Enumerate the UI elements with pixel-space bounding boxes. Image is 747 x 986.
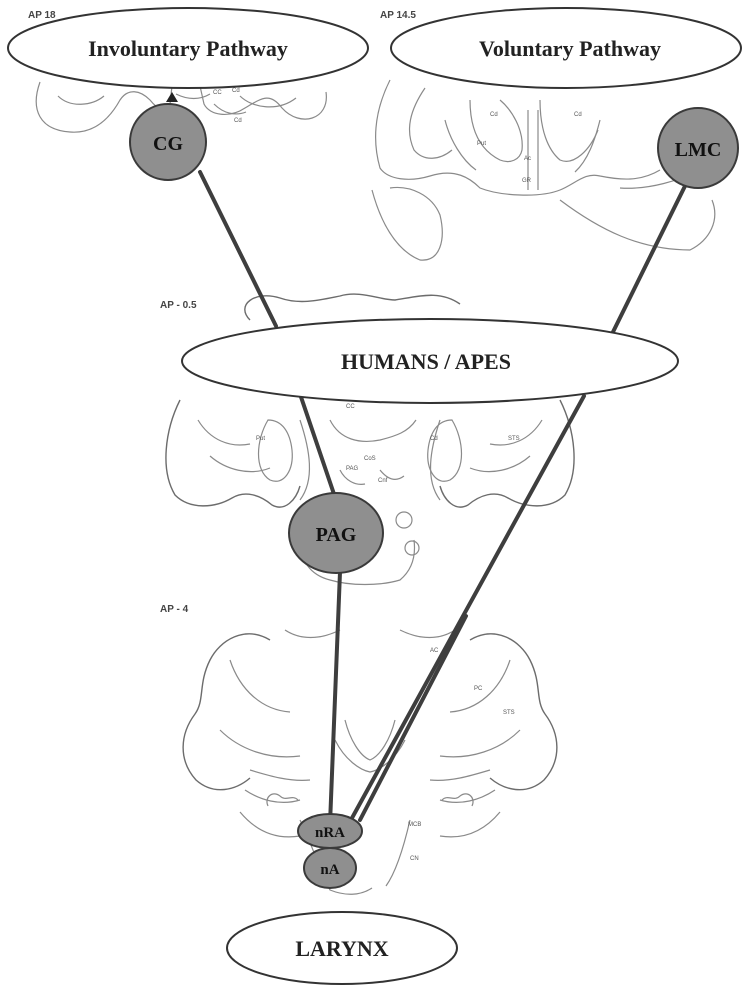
node-nra-text: nRA (315, 825, 345, 841)
anatomy-tag: AC (430, 648, 439, 654)
anatomy-tag: Cnf (378, 478, 388, 484)
section-label-ap-4: AP - 4 (160, 604, 189, 615)
line-humans-to-nra-a (352, 396, 584, 818)
anatomy-tag: Cd (490, 112, 498, 118)
anatomy-tag: CC (213, 90, 222, 96)
line-cg-to-humans (200, 172, 276, 326)
line-lmc-to-humans (612, 184, 686, 334)
section-label-ap14-5: AP 14.5 (380, 10, 416, 21)
anatomy-tag: Ac (524, 156, 531, 162)
involuntary-pathway-label: Involuntary Pathway (8, 8, 368, 88)
node-pag: PAG (289, 493, 383, 573)
node-na: nA (304, 848, 356, 888)
anatomy-tag: Cd (430, 436, 438, 442)
larynx-label: LARYNX (227, 912, 457, 984)
larynx-text: LARYNX (295, 936, 388, 961)
node-cg-text: CG (153, 133, 183, 155)
anatomy-tag: Put (256, 436, 265, 442)
anatomy-tag: PAG (346, 466, 359, 472)
anatomy-tag: GR (522, 178, 532, 184)
humans-apes-text: HUMANS / APES (341, 349, 511, 374)
node-na-text: nA (320, 862, 339, 878)
line-humans-to-nra-b (360, 616, 466, 820)
node-lmc-text: LMC (675, 139, 722, 161)
anatomy-tag: STS (503, 710, 515, 716)
involuntary-pathway-text: Involuntary Pathway (88, 36, 288, 61)
node-pag-text: PAG (316, 524, 357, 546)
pathway-lines (200, 172, 686, 824)
voluntary-pathway-text: Voluntary Pathway (479, 36, 661, 61)
anatomy-tag: PC (474, 686, 483, 692)
line-humans-to-pag (300, 394, 336, 500)
voluntary-pathway-label: Voluntary Pathway (391, 8, 741, 88)
line-pag-to-nra (330, 572, 340, 824)
anatomy-tag: CC (346, 404, 355, 410)
anatomy-tag: Put (477, 141, 486, 147)
section-label-ap18: AP 18 (28, 10, 56, 21)
anatomy-tag: MCB (408, 822, 421, 828)
anatomy-tag: CN (410, 856, 419, 862)
arrowhead-icon (166, 92, 178, 102)
node-cg: CG (130, 104, 206, 180)
node-nra: nRA (298, 814, 362, 848)
anatomy-tag: Cd (574, 112, 582, 118)
humans-apes-label: HUMANS / APES (182, 319, 678, 403)
section-label-ap-0-5: AP - 0.5 (160, 300, 197, 311)
anatomy-tag: CoS (364, 456, 376, 462)
anatomy-tag: Cd (232, 88, 240, 94)
anatomy-tag: STS (508, 436, 520, 442)
node-lmc: LMC (658, 108, 738, 188)
brain-section-ap-4 (183, 630, 557, 894)
anatomy-tag: Cd (234, 118, 242, 124)
